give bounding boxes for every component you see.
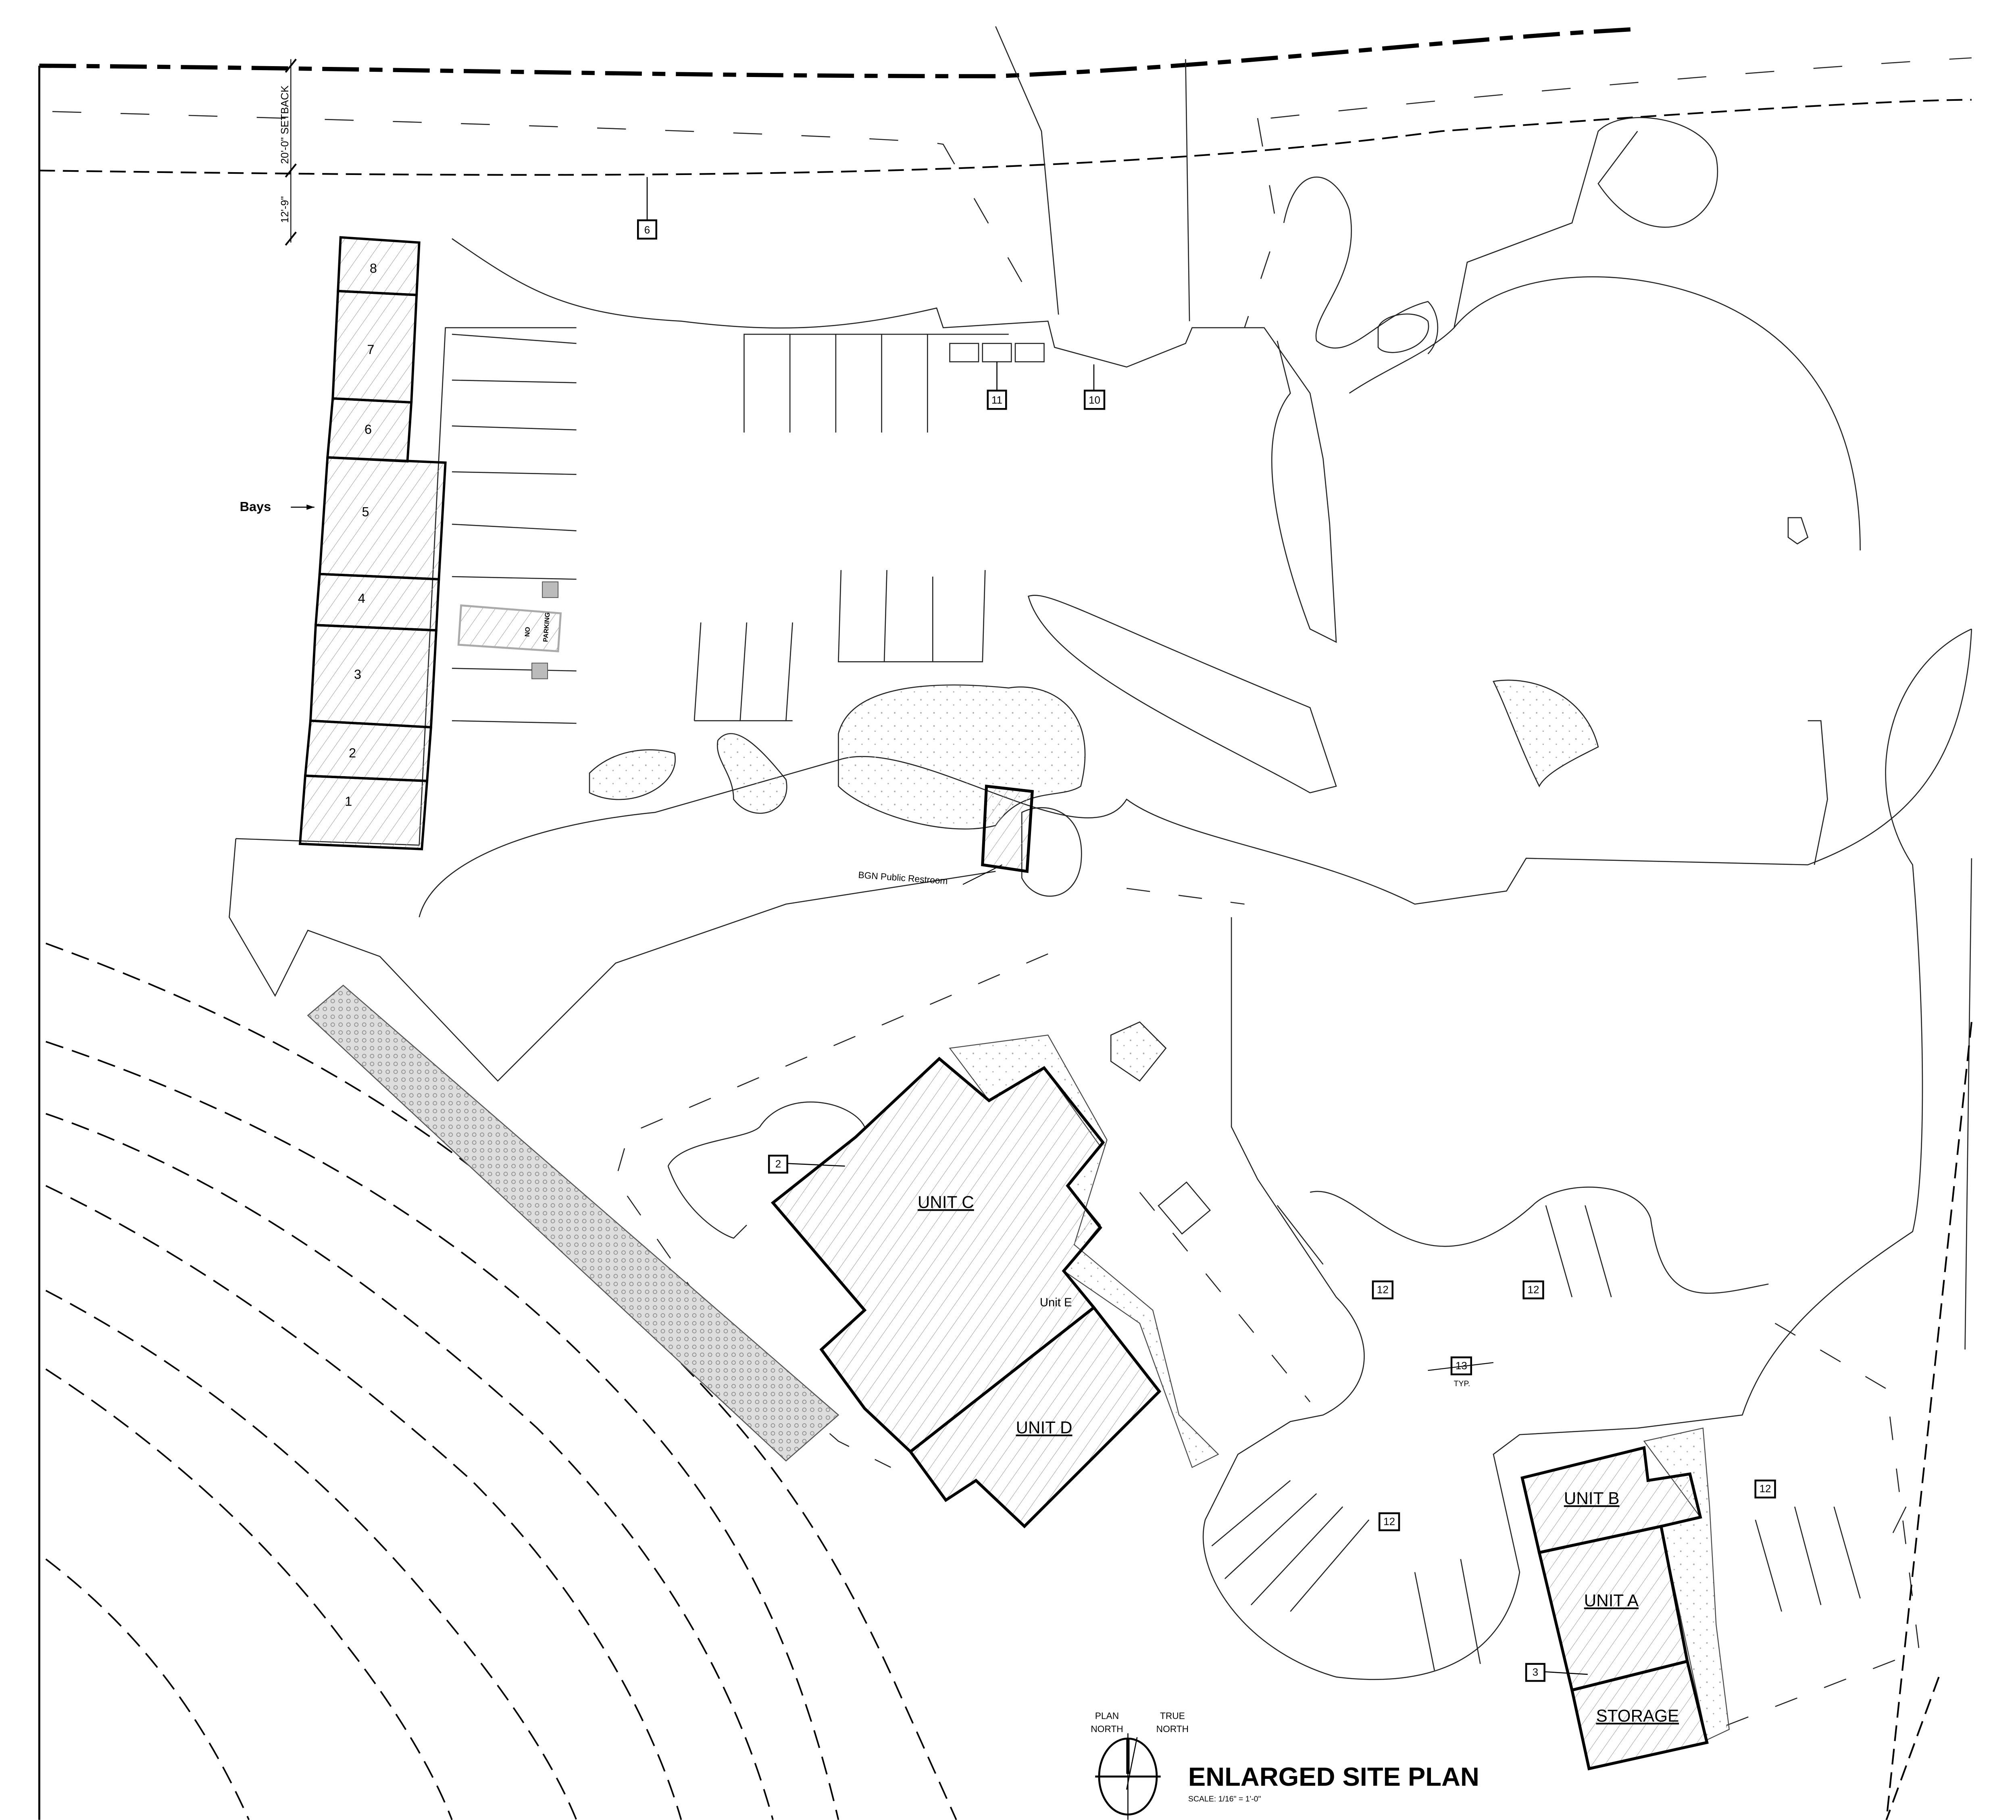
unit-b-label: UNIT B <box>1564 1489 1620 1508</box>
scale-value: 1/16" = 1'-0" <box>1218 1795 1261 1803</box>
bay-1 <box>298 774 429 850</box>
bay-5 <box>318 456 447 581</box>
bay-number: 6 <box>364 422 372 437</box>
bay-8 <box>337 236 421 296</box>
accessible-parking-icon <box>542 581 559 598</box>
keynote-2: 2 <box>775 1158 781 1170</box>
site-outlines <box>229 26 1972 1820</box>
plan-north-label: PLAN <box>1095 1710 1119 1721</box>
keynote-6: 6 <box>644 224 650 236</box>
unit-d-footprint <box>908 1306 1162 1528</box>
bay-3 <box>309 624 438 729</box>
keynote-12: 12 <box>1528 1283 1539 1295</box>
keynote-11: 11 <box>991 394 1002 406</box>
setback-dimension-label: 20'-0" SETBACK <box>279 85 291 164</box>
offset-dimension-label: 12'-9" <box>279 196 291 223</box>
bay-7 <box>331 289 418 404</box>
fence-line <box>0 0 1972 1730</box>
contour-lines <box>45 943 957 1820</box>
keynote-3: 3 <box>1533 1666 1538 1678</box>
setback-dimension: 20'-0" SETBACK 12'-9" <box>279 58 297 246</box>
bay-2 <box>304 719 433 783</box>
restroom-label: BGN Public Restroom <box>858 869 948 886</box>
no-parking-text: PARKING <box>542 612 551 642</box>
bay-number: 4 <box>358 591 365 606</box>
unit-e-label: Unit E <box>1040 1296 1072 1309</box>
building-units-a-b: UNIT B UNIT A STORAGE <box>1520 1446 1709 1771</box>
no-parking-text: NO <box>524 627 532 637</box>
keynote-13: 13 <box>1456 1360 1467 1372</box>
keynote-12: 12 <box>1383 1515 1395 1527</box>
bay-4 <box>314 573 440 632</box>
property-line <box>38 27 1972 1820</box>
bay-number: 8 <box>370 261 377 275</box>
unit-d-label: UNIT D <box>1016 1418 1073 1437</box>
bay-number: 3 <box>354 667 361 682</box>
parking-bays: 8 7 6 5 4 3 2 1 Bays <box>240 236 447 850</box>
gravel-strip <box>307 985 839 1462</box>
keynote-12: 12 <box>1760 1483 1771 1495</box>
bays-label: Bays <box>240 500 271 514</box>
true-north-label: NORTH <box>1156 1724 1189 1734</box>
no-parking-zone: NO PARKING <box>457 581 562 679</box>
storage-footprint <box>1570 1659 1709 1771</box>
bay-number: 7 <box>367 342 374 357</box>
keynotes: 6 11 10 2 12 12 12 12 13 TYP. 3 <box>637 177 1776 1682</box>
building-units-c-d: UNIT C UNIT D Unit E <box>771 1056 1162 1528</box>
unit-c-label: UNIT C <box>918 1193 974 1212</box>
bay-number: 1 <box>345 794 352 809</box>
keynote-12: 12 <box>1377 1283 1389 1295</box>
bay-number: 2 <box>349 745 356 760</box>
plan-north-label: NORTH <box>1091 1724 1123 1734</box>
unit-a-label: UNIT A <box>1584 1591 1639 1610</box>
scale-label: SCALE: <box>1188 1795 1216 1803</box>
storage-label: STORAGE <box>1596 1706 1679 1725</box>
keynote-typical: TYP. <box>1454 1379 1470 1388</box>
true-north-label: TRUE <box>1160 1710 1185 1721</box>
bay-number: 5 <box>362 505 369 519</box>
accessible-parking-icon <box>531 662 548 679</box>
north-arrow: PLAN NORTH TRUE NORTH <box>1091 1710 1189 1820</box>
drawing-title: ENLARGED SITE PLAN <box>1188 1762 1479 1791</box>
keynote-10: 10 <box>1089 394 1100 406</box>
